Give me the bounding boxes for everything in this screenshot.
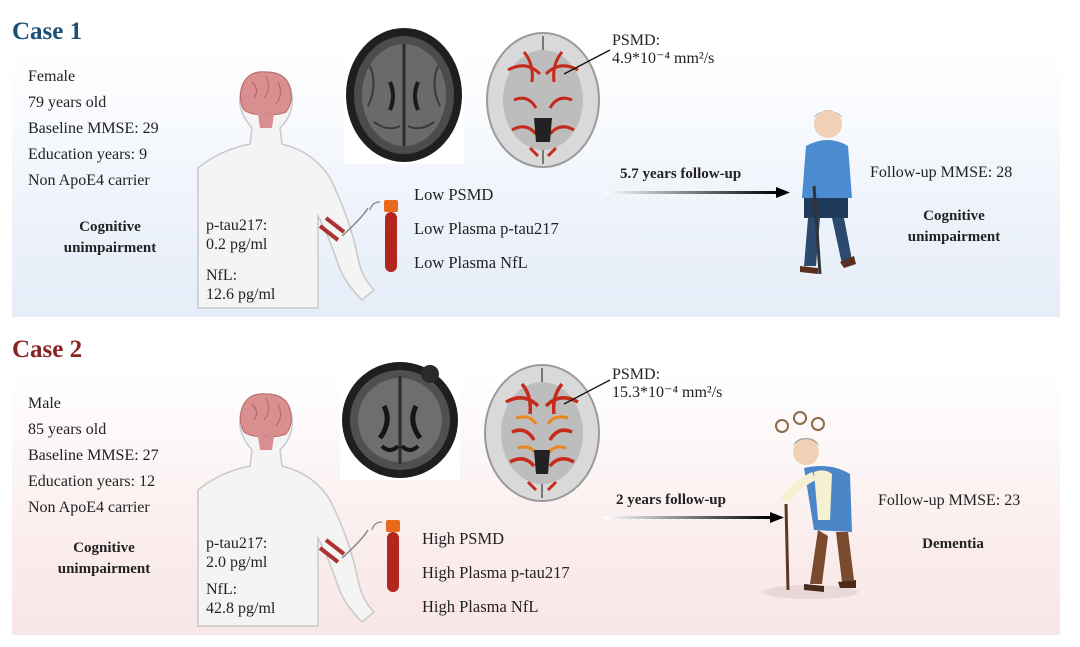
case1-level-ptau: Low Plasma p-tau217	[414, 219, 559, 238]
case1-psmd: PSMD: 4.9*10⁻⁴ mm²/s	[612, 32, 714, 68]
case1-baseline-mmse: Baseline MMSE: 29	[28, 120, 159, 137]
white-matter-tract-icon	[484, 364, 600, 502]
case2-ptau-value: 2.0 pg/ml	[206, 554, 268, 571]
case2-demographics: Male 85 years old Baseline MMSE: 27 Educ…	[28, 391, 159, 521]
case2-sex: Male	[28, 395, 61, 412]
white-matter-tract-icon	[486, 32, 600, 168]
case2-level-psmd: High PSMD	[422, 529, 505, 548]
case1-outcome-line2: unimpairment	[907, 229, 1001, 245]
brain-mri-icon	[344, 26, 464, 164]
case2-ptau: p-tau217: 2.0 pg/ml	[206, 534, 267, 572]
case2-followup-label: 2 years follow-up	[616, 492, 726, 508]
case1-sex: Female	[28, 68, 76, 85]
case2-outcome: Dementia	[898, 534, 1008, 555]
case1-baseline-status: Cognitive unimpairment	[40, 217, 180, 259]
case2-levels: High PSMD High Plasma p-tau217 High Plas…	[422, 522, 570, 624]
brain-mri-icon	[340, 360, 460, 480]
case2-baseline-status: Cognitive unimpairment	[34, 538, 174, 580]
case1-level-nfl: Low Plasma NfL	[414, 253, 528, 272]
person-blood-draw-icon	[197, 71, 376, 309]
case1-psmd-value: 4.9*10⁻⁴ mm²/s	[612, 50, 715, 67]
confused-elderly-icon	[762, 411, 858, 599]
case2-nfl: NfL: 42.8 pg/ml	[206, 580, 275, 618]
case2-psmd-pointer	[563, 379, 611, 405]
case2-psmd-label: PSMD:	[612, 366, 661, 383]
case2-baseline-status-line1: Cognitive	[73, 540, 135, 556]
case2-outcome-line1: Dementia	[922, 536, 984, 552]
case1-followup-mmse: Follow-up MMSE: 28	[870, 164, 1013, 181]
case1-demographics: Female 79 years old Baseline MMSE: 29 Ed…	[28, 64, 159, 194]
case2-psmd: PSMD: 15.3*10⁻⁴ mm²/s	[612, 366, 722, 402]
case2-psmd-value: 15.3*10⁻⁴ mm²/s	[612, 384, 723, 401]
person-blood-draw-icon	[197, 393, 376, 627]
case1-nfl: NfL: 12.6 pg/ml	[206, 266, 275, 304]
case1-levels: Low PSMD Low Plasma p-tau217 Low Plasma …	[414, 178, 559, 280]
case1-outcome: Cognitive unimpairment	[884, 206, 1024, 248]
case1-followup-label: 5.7 years follow-up	[620, 166, 742, 182]
case2-apoe: Non ApoE4 carrier	[28, 499, 150, 516]
case1-ptau: p-tau217: 0.2 pg/ml	[206, 216, 267, 254]
case2-baseline-status-line2: unimpairment	[57, 561, 151, 577]
case1-education: Education years: 9	[28, 146, 148, 163]
case1-baseline-status-line1: Cognitive	[79, 219, 141, 235]
case2-level-ptau: High Plasma p-tau217	[422, 563, 570, 582]
case1-outcome-line1: Cognitive	[923, 208, 985, 224]
case2-followup-mmse: Follow-up MMSE: 23	[878, 492, 1021, 509]
case2-nfl-label: NfL:	[206, 581, 238, 598]
case1-title: Case 1	[12, 18, 83, 45]
case2-baseline-mmse: Baseline MMSE: 27	[28, 447, 159, 464]
case2-nfl-value: 42.8 pg/ml	[206, 600, 276, 617]
blood-tube-icon	[371, 520, 400, 592]
case1-nfl-label: NfL:	[206, 267, 238, 284]
blood-tube-icon	[369, 200, 398, 272]
case1-nfl-value: 12.6 pg/ml	[206, 286, 276, 303]
case2-education: Education years: 12	[28, 473, 156, 490]
case1-level-psmd: Low PSMD	[414, 185, 494, 204]
case1-followup-arrow	[604, 187, 790, 198]
case2-level-nfl: High Plasma NfL	[422, 597, 539, 616]
elderly-walking-icon	[800, 110, 856, 275]
case2-title: Case 2	[12, 336, 83, 363]
case1-age: 79 years old	[28, 94, 107, 111]
case2-ptau-label: p-tau217:	[206, 535, 268, 552]
case2-age: 85 years old	[28, 421, 107, 438]
case1-ptau-value: 0.2 pg/ml	[206, 236, 268, 253]
case1-psmd-pointer	[563, 49, 611, 75]
case1-baseline-status-line2: unimpairment	[63, 240, 157, 256]
case1-apoe: Non ApoE4 carrier	[28, 172, 150, 189]
case1-psmd-label: PSMD:	[612, 32, 661, 49]
case2-followup-arrow	[604, 512, 784, 523]
case1-ptau-label: p-tau217:	[206, 217, 268, 234]
